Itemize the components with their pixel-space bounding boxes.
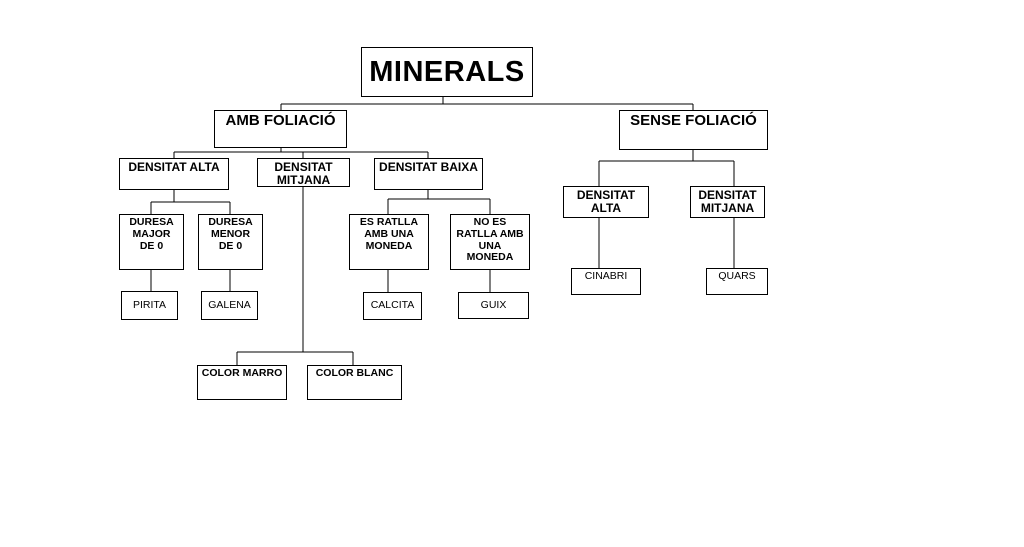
node-densitat-mitjana: DENSITAT MITJANA	[257, 158, 350, 187]
leaf-quars: QUARS	[706, 268, 768, 295]
node-sense-densitat-alta: DENSITAT ALTA	[563, 186, 649, 218]
node-es-ratlla: ES RATLLA AMB UNA MONEDA	[349, 214, 429, 270]
node-densitat-alta: DENSITAT ALTA	[119, 158, 229, 190]
leaf-guix: GUIX	[458, 292, 529, 319]
node-minerals: MINERALS	[361, 47, 533, 97]
node-duresa-menor: DURESA MENOR DE 0	[198, 214, 263, 270]
node-duresa-major: DURESA MAJOR DE 0	[119, 214, 184, 270]
node-color-blanc: COLOR BLANC	[307, 365, 402, 400]
node-densitat-baixa: DENSITAT BAIXA	[374, 158, 483, 190]
leaf-galena: GALENA	[201, 291, 258, 320]
leaf-cinabri: CINABRI	[571, 268, 641, 295]
leaf-calcita: CALCITA	[363, 292, 422, 320]
node-sense-densitat-mitjana: DENSITAT MITJANA	[690, 186, 765, 218]
leaf-pirita: PIRITA	[121, 291, 178, 320]
node-sense-foliacio: SENSE FOLIACIÓ	[619, 110, 768, 150]
node-color-marro: COLOR MARRO	[197, 365, 287, 400]
node-no-es-ratlla: NO ES RATLLA AMB UNA MONEDA	[450, 214, 530, 270]
node-amb-foliacio: AMB FOLIACIÓ	[214, 110, 347, 148]
